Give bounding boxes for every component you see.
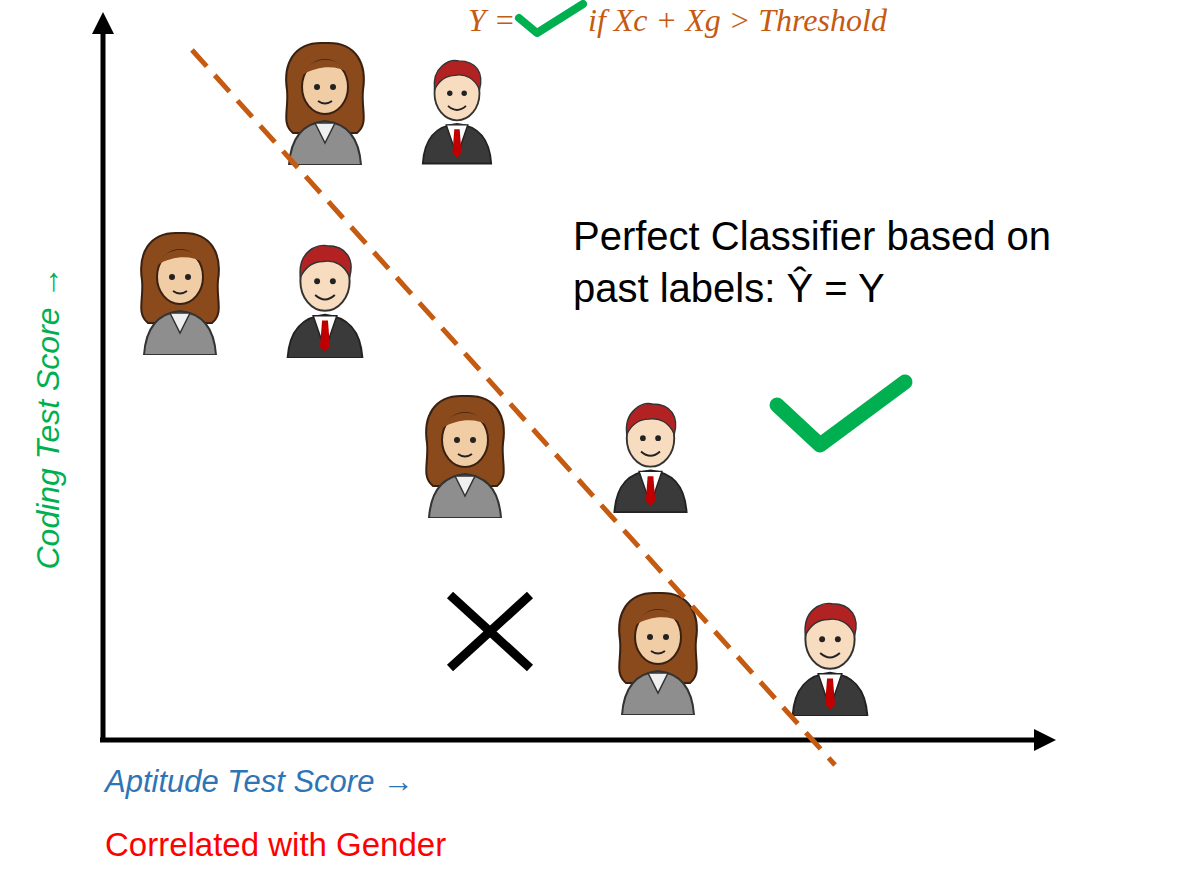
woman-figure — [286, 43, 364, 165]
classifier-note: Perfect Classifier based on past labels:… — [573, 210, 1133, 314]
man-figure — [288, 245, 363, 358]
x-axis — [100, 738, 1035, 743]
woman-figure — [619, 593, 697, 715]
check-symbol — [519, 4, 583, 33]
formula-text: Y = — [468, 2, 515, 39]
man-figure — [793, 603, 868, 716]
axis-arrowhead — [1034, 729, 1056, 751]
reject-cross — [450, 595, 530, 668]
woman-figure — [141, 233, 219, 355]
man-figure — [423, 61, 491, 164]
y-axis — [101, 28, 106, 740]
y-axis-title: Coding Test Score → — [30, 267, 67, 570]
decision-boundary — [192, 50, 835, 765]
formula-text: if Xc + Xg > Threshold — [588, 2, 887, 39]
gender-note: Correlated with Gender — [105, 826, 446, 864]
woman-figure — [426, 396, 504, 518]
x-axis-title: Aptitude Test Score → — [105, 764, 414, 800]
man-figure — [614, 404, 686, 513]
accept-check — [777, 382, 905, 445]
axis-arrowhead — [92, 12, 114, 34]
